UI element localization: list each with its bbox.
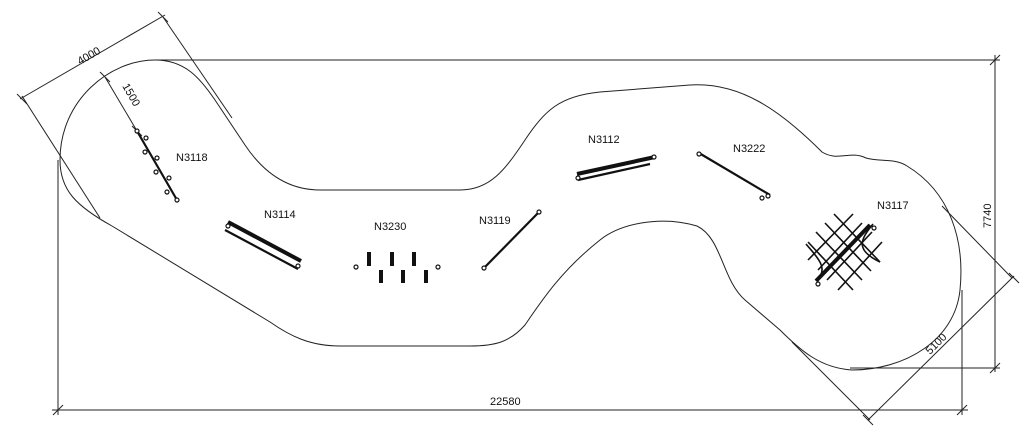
equipment-n3230 [353, 252, 441, 283]
label-n3117: N3117 [877, 200, 909, 212]
label-n3119: N3119 [479, 215, 511, 227]
play-area-outline [59, 59, 962, 371]
dimension-left-width: 4000 [76, 45, 103, 68]
label-n3230: N3230 [374, 221, 406, 233]
equipment-n3119 [481, 209, 542, 271]
label-n3112: N3112 [588, 134, 620, 146]
equipment-n3118 [134, 128, 180, 203]
equipment-n3222 [696, 151, 771, 201]
dimension-lines [16, 11, 1020, 426]
equipment-n3114 [224, 220, 302, 270]
label-n3114: N3114 [264, 209, 296, 221]
dimension-total-width: 7740 [982, 204, 994, 228]
equipment-n3117 [805, 213, 883, 291]
dimension-offset: 1500 [119, 82, 142, 109]
dimension-total-length: 22580 [490, 396, 521, 408]
label-n3222: N3222 [733, 143, 765, 155]
equipment-n3112 [575, 154, 657, 182]
label-n3118: N3118 [176, 152, 208, 164]
dimension-right-width: 5100 [924, 331, 950, 357]
